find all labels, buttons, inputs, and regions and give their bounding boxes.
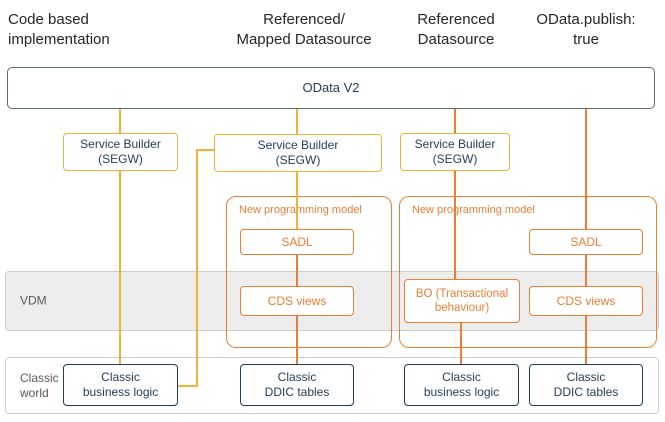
line-odata-to-segw3	[454, 109, 456, 134]
line-odata-to-segw2	[296, 109, 298, 135]
line-bo-to-classic-logic	[460, 322, 462, 365]
new-programming-model-container-referenced: New programming model	[399, 196, 657, 348]
sadl-box-publish: SADL	[529, 229, 643, 255]
classic-ddic-tables-box-publish: Classic DDIC tables	[529, 364, 643, 406]
column-header-referenced-mapped: Referenced/ Mapped Datasource	[236, 11, 372, 48]
column-header-odata-publish: OData.publish: true	[536, 11, 636, 48]
vdm-band-label: VDM	[20, 293, 47, 308]
cds-views-box-mapped: CDS views	[240, 286, 354, 316]
service-builder-box-code-based: Service Builder (SEGW)	[63, 133, 178, 171]
new-programming-model-label: New programming model	[412, 204, 535, 216]
classic-world-band-label: Classic world	[20, 370, 59, 400]
line-segw3-to-bo	[454, 170, 456, 280]
line-odata-to-segw1	[119, 109, 121, 134]
line-segw1-to-classic-logic	[119, 170, 121, 365]
odata-v2-box: OData V2	[7, 67, 655, 109]
line-cds-to-ddic-publish	[585, 315, 587, 365]
line-segw2-to-sadl	[296, 171, 298, 230]
service-builder-box-referenced: Service Builder (SEGW)	[400, 133, 510, 171]
bo-transactional-box: BO (Transactional behaviour)	[404, 279, 520, 323]
line-sadl-to-cds-publish	[585, 254, 587, 287]
line-odata-to-sadl-publish	[585, 109, 587, 230]
classic-business-logic-box-referenced: Classic business logic	[404, 364, 519, 406]
line-segw2-branch-to-classic-logic	[178, 385, 198, 387]
cds-views-box-publish: CDS views	[529, 286, 643, 316]
column-header-referenced: Referenced Datasource	[417, 11, 495, 48]
column-header-code-based: Code based implementation	[8, 11, 110, 48]
line-segw2-branch-top	[196, 149, 216, 151]
sadl-box-mapped: SADL	[240, 229, 354, 255]
service-builder-box-mapped: Service Builder (SEGW)	[214, 134, 382, 172]
new-programming-model-container-mapped: New programming model	[226, 196, 392, 348]
line-sadl-to-cds-mapped	[296, 254, 298, 287]
new-programming-model-label: New programming model	[239, 204, 362, 216]
line-cds-to-ddic-mapped	[296, 315, 298, 365]
line-segw2-branch-vertical	[196, 149, 198, 387]
classic-business-logic-box-code-based: Classic business logic	[63, 364, 178, 406]
classic-ddic-tables-box-mapped: Classic DDIC tables	[240, 364, 354, 406]
